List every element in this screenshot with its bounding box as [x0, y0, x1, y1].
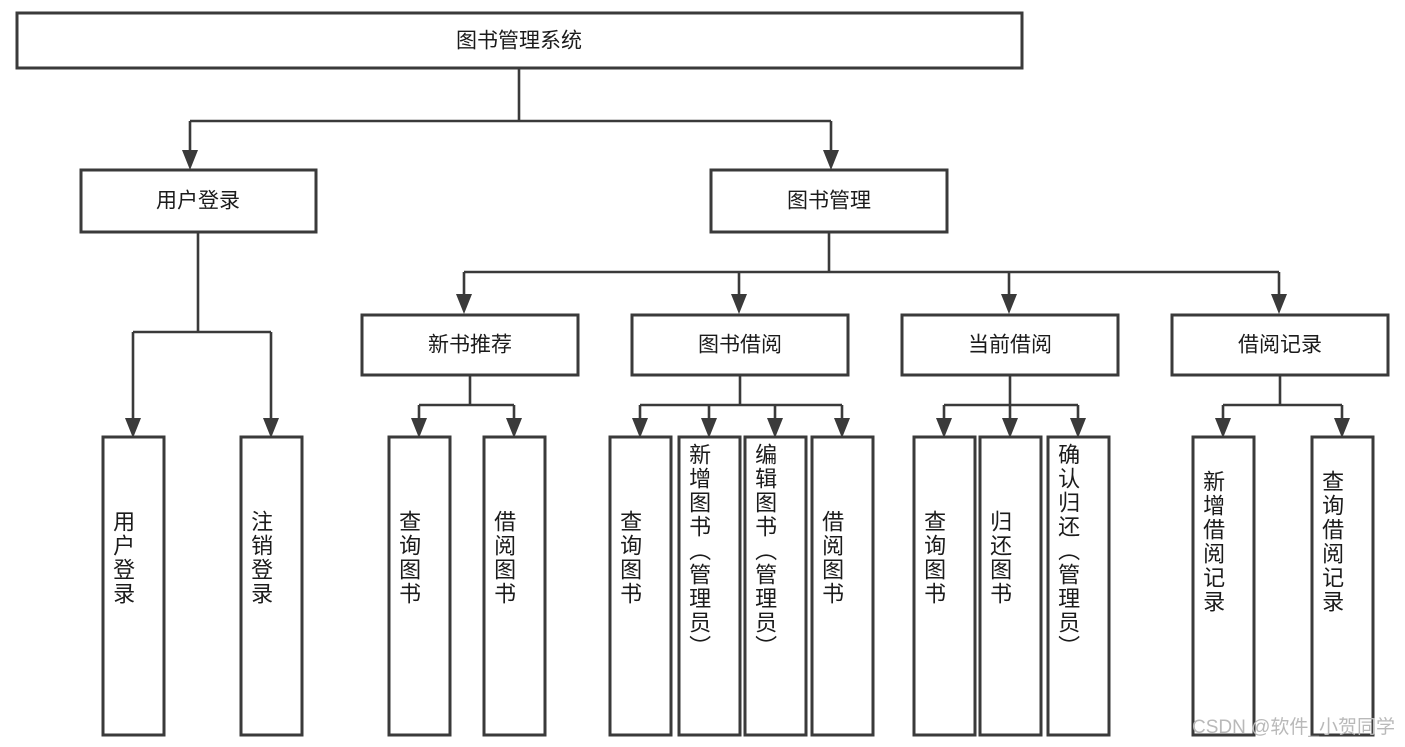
arrow-book-borrow-l2 [701, 418, 717, 438]
node-book-borrow[interactable]: 图书借阅 [630, 313, 850, 377]
leaf-box-new-book-1[interactable] [387, 435, 452, 737]
arrow-new-book-l2 [506, 418, 522, 438]
node-borrow-record-box[interactable] [1170, 313, 1390, 377]
leaf-box-user-login-1[interactable] [101, 435, 166, 737]
arrow-borrow-record-l2 [1334, 418, 1350, 438]
node-current-borrow-box[interactable] [900, 313, 1120, 377]
node-book-borrow-box[interactable] [630, 313, 850, 377]
arrow-user-login-l1 [125, 418, 141, 438]
node-user-login-box[interactable] [79, 168, 318, 234]
connector-group-root [182, 68, 839, 170]
node-book-management[interactable]: 图书管理 [709, 168, 949, 234]
arrow-current-borrow-l2 [1002, 418, 1018, 438]
arrow-new-book-l1 [411, 418, 427, 438]
node-root-box[interactable] [15, 11, 1024, 70]
connector-group-book-mgmt [456, 232, 1287, 314]
arrow-book-mgmt-c1 [456, 294, 472, 314]
arrow-book-borrow-l1 [632, 418, 648, 438]
node-user-login-label: 用户登录 [156, 190, 240, 213]
node-root[interactable]: 图书管理系统 [15, 11, 1024, 70]
node-current-borrow[interactable]: 当前借阅 [900, 313, 1120, 377]
connector-group-new-book [411, 375, 522, 438]
arrow-current-borrow-l1 [936, 418, 952, 438]
leaf-box-new-book-2[interactable] [482, 435, 547, 737]
node-new-book-recommend-label: 新书推荐 [428, 334, 512, 357]
leaf-box-current-borrow-2[interactable] [978, 435, 1043, 737]
leaf-box-book-borrow-3[interactable] [743, 435, 808, 737]
node-root-label: 图书管理系统 [456, 30, 582, 53]
node-new-book-recommend[interactable]: 新书推荐 [360, 313, 580, 377]
csdn-watermark: CSDN @软件_小贺同学 [1192, 717, 1395, 738]
arrow-book-mgmt-c2 [731, 294, 747, 314]
leaf-box-current-borrow-3[interactable] [1046, 435, 1111, 737]
connector-group-current-borrow [936, 375, 1086, 438]
node-book-borrow-label: 图书借阅 [698, 334, 782, 357]
arrow-user-login-l2 [263, 418, 279, 438]
node-book-management-box[interactable] [709, 168, 949, 234]
arrow-book-mgmt-c3 [1001, 294, 1017, 314]
node-new-book-recommend-box[interactable] [360, 313, 580, 377]
node-book-management-label: 图书管理 [787, 190, 871, 213]
leaf-box-book-borrow-4[interactable] [810, 435, 875, 737]
connector-group-borrow-record [1215, 375, 1350, 438]
leaf-box-book-borrow-2[interactable] [677, 435, 742, 737]
node-borrow-record[interactable]: 借阅记录 [1170, 313, 1390, 377]
leaf-box-user-login-2[interactable] [239, 435, 304, 737]
leaf-box-book-borrow-1[interactable] [608, 435, 673, 737]
node-current-borrow-label: 当前借阅 [968, 334, 1052, 357]
connector-group-user-login [125, 232, 279, 438]
arrow-current-borrow-l3 [1070, 418, 1086, 438]
arrow-book-mgmt-c4 [1271, 294, 1287, 314]
leaf-box-borrow-record-1[interactable] [1191, 435, 1256, 737]
leaf-box-current-borrow-1[interactable] [912, 435, 977, 737]
arrow-root-to-book-mgmt [823, 150, 839, 170]
arrow-book-borrow-l3 [767, 418, 783, 438]
arrow-borrow-record-l1 [1215, 418, 1231, 438]
node-user-login[interactable]: 用户登录 [79, 168, 318, 234]
arrow-root-to-user-login [182, 150, 198, 170]
leaf-box-borrow-record-2[interactable] [1310, 435, 1375, 737]
node-borrow-record-label: 借阅记录 [1238, 334, 1322, 357]
arrow-book-borrow-l4 [834, 418, 850, 438]
connector-group-book-borrow [632, 375, 850, 438]
